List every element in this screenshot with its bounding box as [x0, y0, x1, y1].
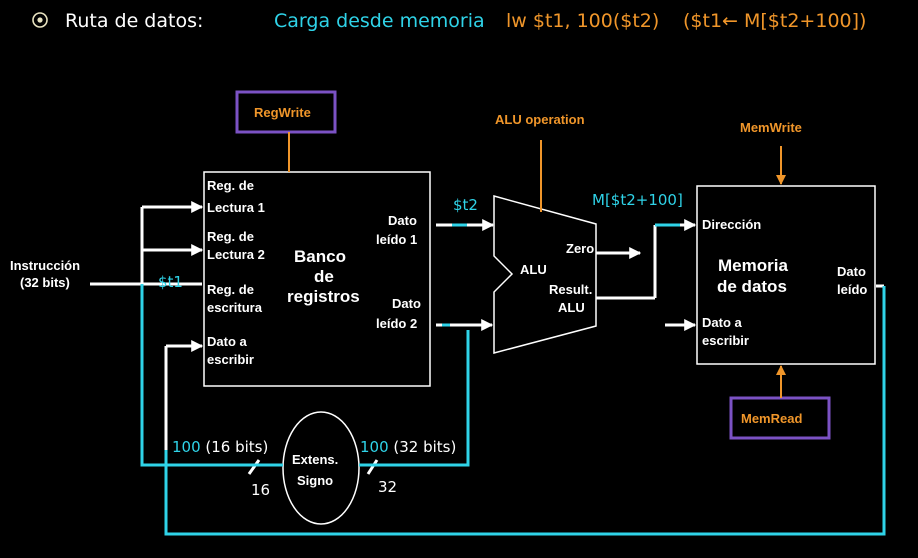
slide-subtitle: Carga desde memoria: [274, 10, 485, 32]
mem-write-data-label-2: escribir: [702, 333, 749, 348]
read-reg2-label: Reg. de: [207, 229, 254, 244]
alu-result-label-2: ALU: [558, 300, 585, 315]
cyan-wires: [140, 223, 886, 536]
white-wires: [90, 201, 884, 475]
t2-annotation: $t2: [453, 196, 478, 214]
regfile-name-3: registros: [287, 287, 360, 306]
read-data1-label: Dato: [388, 213, 417, 228]
mem-write-data-label: Dato a: [702, 315, 743, 330]
mem-read-data-label: Dato: [837, 264, 866, 279]
write-data-label: Dato a: [207, 334, 248, 349]
address-annotation: M[$t2+100]: [592, 191, 683, 209]
alu-label: ALU: [520, 262, 547, 277]
mem-read-data-label-2: leído: [837, 282, 867, 297]
signext-in-bits: 16: [251, 481, 270, 499]
t1-annotation: $t1: [158, 273, 183, 291]
alu-result-label: Result.: [549, 282, 592, 297]
regwrite-control-box: [235, 90, 337, 134]
memwrite-label: MemWrite: [740, 120, 802, 135]
read-data1-label-2: leído 1: [376, 232, 417, 247]
regfile-name-1: Banco: [294, 247, 346, 266]
regwrite-label: RegWrite: [254, 105, 311, 120]
signext-out-bits: 32: [378, 478, 397, 496]
regfile-name-2: de: [314, 267, 334, 286]
signext-name-2: Signo: [297, 473, 333, 488]
memory-name-2: de datos: [717, 277, 787, 296]
signext-name-1: Extens.: [292, 452, 338, 467]
read-reg2-label-2: Lectura 2: [207, 247, 265, 262]
read-data2-label: Dato: [392, 296, 421, 311]
instruction-bits-label: (32 bits): [20, 275, 70, 290]
read-reg1-label: Reg. de: [207, 178, 254, 193]
rtl-text: ($t1← M[$t2+100]): [683, 10, 866, 32]
memread-label: MemRead: [741, 411, 802, 426]
instruction-text: lw $t1, 100($t2): [506, 10, 659, 32]
imm16-annotation: 100 (16 bits): [172, 438, 268, 456]
slide-title: Ruta de datos:: [65, 10, 203, 32]
data-memory-box: [696, 185, 876, 365]
imm32-annotation: 100 (32 bits): [360, 438, 456, 456]
mem-address-label: Dirección: [702, 217, 761, 232]
read-reg1-label-2: Lectura 1: [207, 200, 265, 215]
instruction-label: Instrucción: [10, 258, 80, 273]
write-data-label-2: escribir: [207, 352, 254, 367]
memory-name-1: Memoria: [718, 256, 788, 275]
header: Ruta de datos: Carga desde memoria lw $t…: [32, 10, 866, 32]
alu-zero-label: Zero: [566, 241, 594, 256]
register-file-box: [203, 171, 431, 387]
target-bullet-icon: [32, 12, 48, 28]
write-reg-label: Reg. de: [207, 282, 254, 297]
alu-shape: [493, 195, 597, 354]
sign-extend-ellipse: [282, 411, 360, 525]
alu-operation-label: ALU operation: [495, 112, 585, 127]
read-data2-label-2: leído 2: [376, 316, 417, 331]
write-reg-label-2: escritura: [207, 300, 263, 315]
